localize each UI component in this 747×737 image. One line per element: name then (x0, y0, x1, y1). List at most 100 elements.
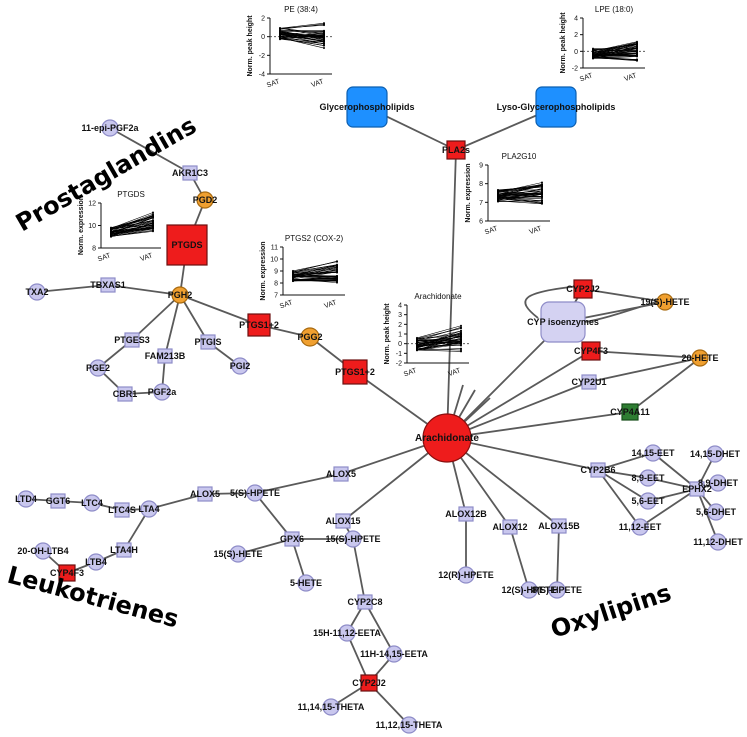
node-cyp4f3-left[interactable] (58, 564, 76, 582)
node-s15-hpete[interactable] (344, 530, 362, 548)
node-s12-hpete[interactable] (520, 581, 538, 599)
node-pgg2[interactable] (300, 327, 320, 347)
label-dhet89: 8,9-DHET (698, 478, 739, 488)
node-dhet1415[interactable] (706, 445, 724, 463)
node-cbr1[interactable] (117, 386, 133, 402)
node-eet1415[interactable] (644, 444, 662, 462)
node-cyp2j2-bottom[interactable] (360, 674, 378, 692)
node-ptgds[interactable] (166, 224, 208, 266)
node-eet56[interactable] (639, 492, 657, 510)
inset-chart-pair-line (416, 330, 462, 347)
node-pge2[interactable] (89, 359, 107, 377)
edge-txa2-tbxas1 (36, 284, 109, 293)
node-s15-hete[interactable] (229, 545, 247, 563)
inset-chart-point (336, 275, 338, 278)
edge-tbxas1-pgh2 (107, 284, 181, 296)
node-lta4h[interactable] (116, 542, 132, 558)
node-ggt6[interactable] (50, 493, 66, 509)
node-cyp4f3-right[interactable] (581, 341, 601, 361)
node-oh-ltb4[interactable] (34, 542, 52, 560)
node-eet1112[interactable] (631, 518, 649, 536)
node-pla2s[interactable] (446, 140, 466, 160)
inset-chart-point (152, 224, 154, 227)
node-pgi2[interactable] (231, 357, 249, 375)
node-s5-hpete[interactable] (246, 484, 264, 502)
label-ltd4: LTD4 (15, 494, 37, 504)
label-hete20: 20-HETE (681, 353, 718, 363)
node-fam213b[interactable] (157, 348, 173, 364)
node-cyp2b6[interactable] (590, 462, 606, 478)
inset-chart-xtick: VAT (139, 252, 154, 263)
node-alox15b[interactable] (551, 518, 567, 534)
inset-chart-xtick: VAT (323, 299, 338, 310)
node-txa2[interactable] (28, 283, 46, 301)
node-cyp-iso[interactable] (540, 301, 586, 343)
node-hete19[interactable] (656, 293, 674, 311)
node-ptgs1-2-b[interactable] (342, 359, 368, 385)
node-alox12b[interactable] (458, 506, 474, 522)
node-pgf2a[interactable] (153, 383, 171, 401)
node-cyp2u1[interactable] (581, 374, 597, 390)
node-cyp4a11[interactable] (621, 403, 639, 421)
label-lyso-glycerophospholipids: Lyso-Glycerophospholipids (497, 102, 616, 112)
inset-chart-pair-line (416, 330, 462, 342)
node-ptges3[interactable] (124, 332, 140, 348)
label-alox5-b: ALOX5 (190, 489, 220, 499)
node-ltb4[interactable] (87, 553, 105, 571)
node-akr1c3[interactable] (182, 165, 198, 181)
label-txa2: TXA2 (25, 287, 48, 297)
node-ptgis[interactable] (200, 334, 216, 350)
label-s12-hpete: 12(S)-HPETE (501, 585, 556, 595)
node-lta4[interactable] (140, 500, 158, 518)
node-alox12[interactable] (502, 519, 518, 535)
inset-chart-point (497, 196, 499, 199)
inset-chart-title: PTGDS (117, 190, 145, 199)
node-epi-pgf2a[interactable] (101, 119, 119, 137)
node-lyso-glycerophospholipids[interactable] (535, 86, 577, 128)
node-ltd4[interactable] (17, 490, 35, 508)
node-ephx2[interactable] (689, 481, 705, 497)
node-hete20[interactable] (691, 349, 709, 367)
node-glycerophospholipids[interactable] (346, 86, 388, 128)
label-ggt6: GGT6 (46, 496, 71, 506)
node-alox5-a[interactable] (333, 466, 349, 482)
inset-chart-pair-line (110, 217, 154, 230)
inset-chart-point (292, 277, 294, 280)
node-theta-a[interactable] (322, 698, 340, 716)
inset-chart-point (541, 181, 543, 184)
node-cyp2c8[interactable] (357, 594, 373, 610)
node-hete5[interactable] (297, 574, 315, 592)
node-tbxas1[interactable] (100, 277, 116, 293)
node-cyp2j2-top[interactable] (573, 279, 593, 299)
node-dhet89[interactable] (709, 474, 727, 492)
inset-chart-ytick: 4 (574, 16, 578, 23)
inset-chart-ytick: -1 (396, 351, 402, 358)
node-alox15[interactable] (335, 513, 351, 529)
node-dhet1112[interactable] (709, 533, 727, 551)
node-alox5-b[interactable] (197, 486, 213, 502)
node-ptgs1-2-a[interactable] (247, 313, 271, 337)
label-ptgs1-2-a: PTGS1+2 (239, 320, 279, 330)
node-pgh2[interactable] (171, 286, 189, 304)
edge-cyp-iso-19hete (584, 301, 658, 323)
node-theta-b[interactable] (400, 716, 418, 734)
inset-chart-point (636, 59, 638, 62)
edge-arachidonate-cyp2u1 (446, 381, 590, 439)
node-eeta15h[interactable] (338, 624, 356, 642)
inset-chart-point (636, 44, 638, 47)
node-r12-hpete[interactable] (457, 566, 475, 584)
inset-chart-ytick: 12 (88, 201, 96, 208)
node-pgd2[interactable] (196, 191, 214, 209)
node-s8-hpete[interactable] (548, 581, 566, 599)
node-arachidonate[interactable] (422, 413, 472, 463)
node-dhet56[interactable] (707, 503, 725, 521)
node-eeta11h[interactable] (385, 645, 403, 663)
node-ltc4[interactable] (83, 494, 101, 512)
node-eet89[interactable] (639, 469, 657, 487)
inset-chart-ytick: -4 (259, 72, 265, 79)
label-ltc4s: LTC4S (108, 505, 136, 515)
node-ltc4s[interactable] (114, 502, 130, 518)
node-gpx6[interactable] (284, 531, 300, 547)
